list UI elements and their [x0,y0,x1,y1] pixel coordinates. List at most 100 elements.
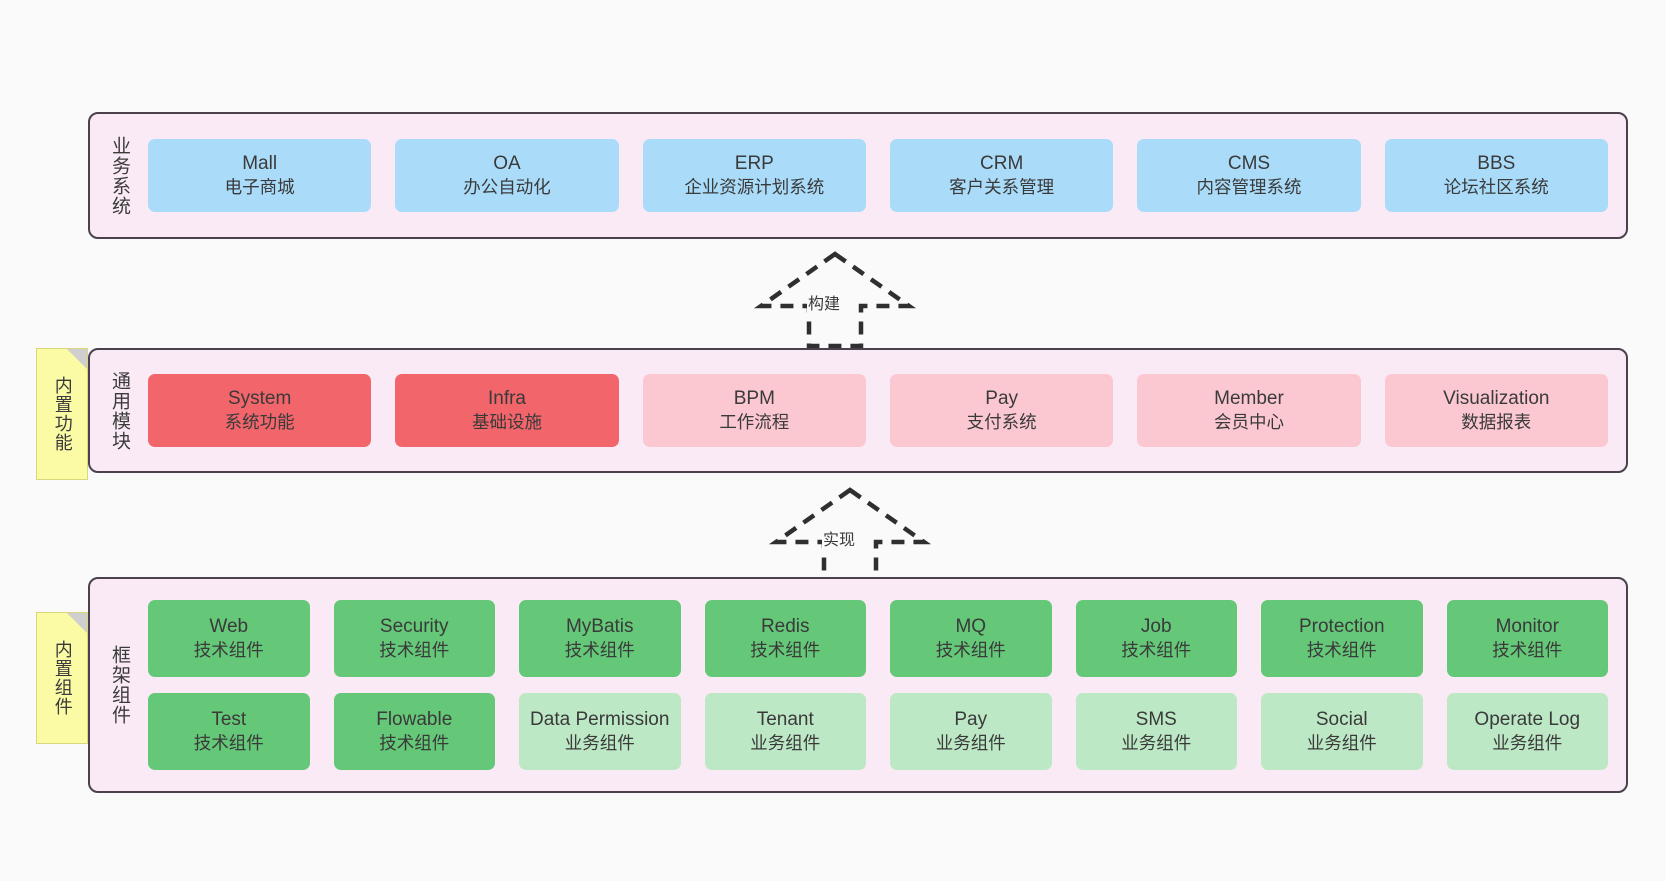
card-subtitle: 技术组件 [379,733,450,754]
card-security[interactable]: Security 技术组件 [333,600,495,677]
card-subtitle: 业务组件 [564,733,635,754]
note-label: 内置组件 [52,640,73,716]
card-subtitle: 内容管理系统 [1196,177,1302,198]
card-subtitle: 技术组件 [750,640,821,661]
card-subtitle: 业务组件 [1492,733,1563,754]
card-subtitle: 工作流程 [719,412,790,433]
card-subtitle: 客户关系管理 [949,177,1055,198]
card-mall[interactable]: Mall 电子商城 [148,139,372,212]
card-subtitle: 业务组件 [935,733,1006,754]
card-member[interactable]: Member 会员中心 [1137,374,1361,447]
card-oa[interactable]: OA 办公自动化 [395,139,619,212]
layer-body-common: System 系统功能 Infra 基础设施 BPM 工作流程 Pay 支付系统… [136,350,1626,471]
card-title: Pay [985,387,1019,409]
card-system[interactable]: System 系统功能 [148,374,372,447]
card-subtitle: 技术组件 [1306,640,1377,661]
card-subtitle: 业务组件 [750,733,821,754]
card-title: ERP [734,152,774,174]
card-subtitle: 企业资源计划系统 [684,177,825,198]
card-title: Monitor [1495,615,1559,637]
card-title: Social [1315,708,1368,730]
card-row-biz: Test 技术组件 Flowable 技术组件 Data Permission … [148,693,1608,770]
note-label: 内置功能 [52,376,73,452]
card-monitor[interactable]: Monitor 技术组件 [1446,600,1608,677]
arrow-label-realize: 实现 [822,526,857,550]
layer-common-modules: 通用模块 System 系统功能 Infra 基础设施 BPM 工作流程 Pay… [88,348,1628,473]
card-subtitle: 技术组件 [193,640,264,661]
arrow-label-build: 构建 [807,290,842,314]
card-subtitle: 技术组件 [564,640,635,661]
layer-framework-components: 框架组件 Web 技术组件 Security 技术组件 MyBatis 技术组件… [88,577,1628,793]
card-title: CMS [1227,152,1271,174]
card-title: Flowable [376,708,453,730]
card-title: MQ [955,615,987,637]
layer-body-business: Mall 电子商城 OA 办公自动化 ERP 企业资源计划系统 CRM 客户关系… [136,114,1626,237]
card-subtitle: 支付系统 [966,412,1037,433]
card-subtitle: 论坛社区系统 [1443,177,1549,198]
card-title: BPM [733,387,775,409]
card-title: CRM [980,152,1024,174]
layer-business-systems: 业务系统 Mall 电子商城 OA 办公自动化 ERP 企业资源计划系统 CRM… [88,112,1628,239]
card-erp[interactable]: ERP 企业资源计划系统 [642,139,866,212]
card-title: OA [493,152,521,174]
card-title: Tenant [756,708,814,730]
card-title: BBS [1477,152,1516,174]
card-web[interactable]: Web 技术组件 [148,600,310,677]
arrow-realize: 实现 [760,486,940,585]
card-subtitle: 技术组件 [935,640,1006,661]
card-subtitle: 办公自动化 [463,177,551,198]
card-subtitle: 技术组件 [379,640,450,661]
card-social[interactable]: Social 业务组件 [1261,693,1423,770]
card-mq[interactable]: MQ 技术组件 [890,600,1052,677]
card-visualization[interactable]: Visualization 数据报表 [1384,374,1608,447]
card-subtitle: 技术组件 [193,733,264,754]
card-subtitle: 技术组件 [1492,640,1563,661]
card-tenant[interactable]: Tenant 业务组件 [704,693,866,770]
card-title: Web [209,615,249,637]
card-title: Pay [954,708,988,730]
note-builtin-functions: 内置功能 [36,348,88,480]
layer-title-framework: 框架组件 [109,645,131,725]
card-job[interactable]: Job 技术组件 [1075,600,1237,677]
card-title: Test [211,708,247,730]
card-title: Data Permission [530,708,670,730]
card-row-tech: Web 技术组件 Security 技术组件 MyBatis 技术组件 Redi… [148,600,1608,677]
arrow-build: 构建 [745,250,925,349]
card-mybatis[interactable]: MyBatis 技术组件 [519,600,681,677]
card-title: Operate Log [1474,708,1581,730]
card-infra[interactable]: Infra 基础设施 [395,374,619,447]
card-title: Protection [1298,615,1385,637]
card-title: MyBatis [565,615,634,637]
card-row: Mall 电子商城 OA 办公自动化 ERP 企业资源计划系统 CRM 客户关系… [148,139,1608,212]
card-pay[interactable]: Pay 支付系统 [889,374,1114,447]
layer-title-business: 业务系统 [109,135,131,216]
layer-body-framework: Web 技术组件 Security 技术组件 MyBatis 技术组件 Redi… [136,579,1626,791]
card-title: System [227,387,292,409]
card-subtitle: 数据报表 [1461,412,1532,433]
card-sms[interactable]: SMS 业务组件 [1075,693,1237,770]
card-subtitle: 业务组件 [1306,733,1377,754]
card-flowable[interactable]: Flowable 技术组件 [333,693,495,770]
card-protection[interactable]: Protection 技术组件 [1261,600,1423,677]
card-pay-component[interactable]: Pay 业务组件 [890,693,1052,770]
card-title: Security [379,615,449,637]
card-subtitle: 基础设施 [471,412,542,433]
card-subtitle: 系统功能 [224,412,295,433]
generalization-arrow-icon [753,251,917,349]
card-bbs[interactable]: BBS 论坛社区系统 [1384,139,1608,212]
card-data-permission[interactable]: Data Permission 业务组件 [519,693,681,770]
card-crm[interactable]: CRM 客户关系管理 [889,139,1114,212]
card-operate-log[interactable]: Operate Log 业务组件 [1446,693,1608,770]
card-title: Visualization [1443,387,1550,409]
card-subtitle: 电子商城 [224,177,295,198]
note-builtin-components: 内置组件 [36,612,88,744]
card-cms[interactable]: CMS 内容管理系统 [1137,139,1361,212]
card-test[interactable]: Test 技术组件 [148,693,310,770]
card-subtitle: 会员中心 [1213,412,1284,433]
card-bpm[interactable]: BPM 工作流程 [642,374,866,447]
card-title: Redis [760,615,810,637]
card-redis[interactable]: Redis 技术组件 [704,600,866,677]
card-title: Member [1214,387,1284,409]
card-title: Mall [242,152,278,174]
